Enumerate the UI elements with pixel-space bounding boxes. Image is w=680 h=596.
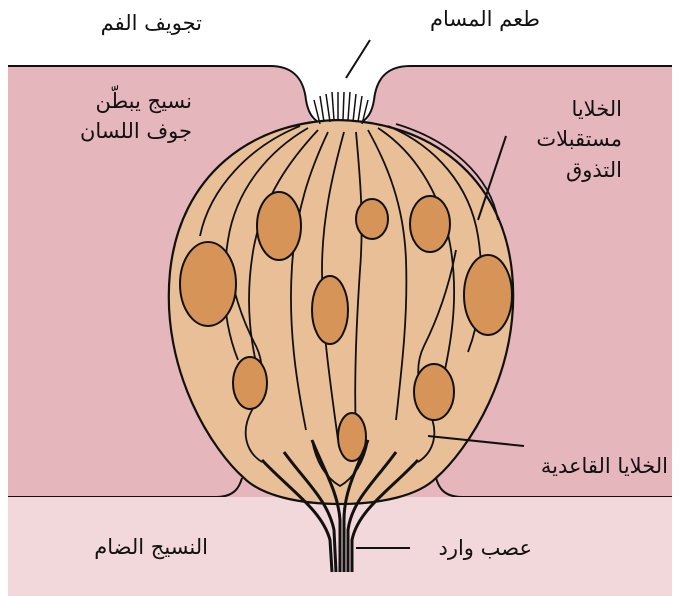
lining-tissue-label: نسيج يبطّن جوف اللسان	[80, 86, 192, 147]
lining-tissue-line1: نسيج يبطّن	[80, 86, 192, 116]
nucleus	[414, 364, 454, 420]
lining-tissue-line2: جوف اللسان	[80, 116, 192, 146]
connective-tissue-label: النسيج الضام	[94, 532, 208, 562]
receptor-cells-line3: التذوق	[536, 155, 622, 185]
nucleus	[233, 357, 267, 409]
receptor-cells-label: الخلايا مستقبلات التذوق	[536, 94, 622, 185]
basal-cells-label: الخلايا القاعدية	[541, 451, 668, 481]
afferent-nerve-label: عصب وارد	[438, 533, 532, 563]
nucleus	[410, 196, 450, 252]
nucleus	[257, 192, 301, 260]
oral-cavity-label: تجويف الفم	[101, 8, 202, 38]
taste-pore-leader	[346, 40, 370, 78]
receptor-cells-line2: مستقبلات	[536, 124, 622, 154]
nucleus	[312, 276, 348, 344]
nucleus	[356, 199, 388, 239]
nucleus	[180, 242, 236, 326]
taste-pore-label: طعم المسام	[430, 4, 540, 34]
nucleus	[464, 255, 512, 335]
receptor-cells-line1: الخلايا	[536, 94, 622, 124]
